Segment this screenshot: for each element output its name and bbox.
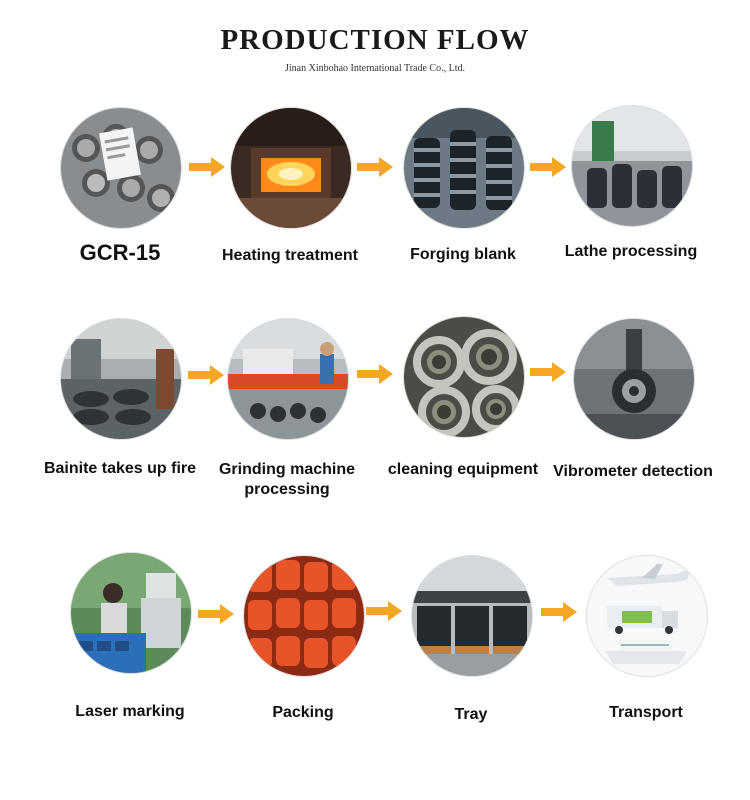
step-label: Packing (272, 704, 334, 721)
flow-arrow-icon (188, 365, 224, 390)
laser-marking-photo-icon (70, 552, 192, 674)
step-label: Forging blank (410, 246, 516, 263)
steel-bars-photo-icon (60, 107, 182, 229)
page-title: PRODUCTION FLOW (220, 24, 530, 56)
flow-arrow-icon (530, 362, 566, 387)
step-label: Grinding machine processing (218, 461, 355, 498)
packed-bearings-photo-icon (243, 555, 365, 677)
flow-arrow-icon (541, 602, 577, 627)
pallet-crates-photo-icon (411, 555, 533, 677)
step-label: Heating treatment (221, 247, 359, 264)
vibrometer-photo-icon (573, 318, 695, 440)
flow-arrow-icon (357, 364, 393, 389)
bearings-photo-icon (403, 316, 525, 438)
step-label: Transport (609, 704, 683, 721)
flow-arrow-icon (189, 157, 225, 182)
step-label: Laser marking (75, 703, 185, 720)
step-label: cleaning equipment (387, 461, 539, 478)
step-label: GCR-15 (79, 240, 161, 265)
step-label: Bainite takes up fire (43, 460, 197, 477)
flow-arrow-icon (198, 604, 234, 629)
flow-arrow-icon (530, 157, 566, 182)
grinding-machine-photo-icon (227, 318, 349, 440)
company-subtitle: Jinan Xinbohao International Trade Co., … (285, 63, 465, 74)
plane-truck-ship-photo-icon (586, 555, 708, 677)
lathe-photo-icon (571, 105, 693, 227)
furnace-photo-icon (230, 107, 352, 229)
flow-arrow-icon (357, 157, 393, 182)
forged-rings-photo-icon (403, 107, 525, 229)
step-label: Tray (454, 706, 488, 723)
heat-line-photo-icon (60, 318, 182, 440)
flow-arrow-icon (366, 601, 402, 626)
step-label: Vibrometer detection (553, 463, 713, 480)
step-label: Lathe processing (564, 243, 698, 260)
